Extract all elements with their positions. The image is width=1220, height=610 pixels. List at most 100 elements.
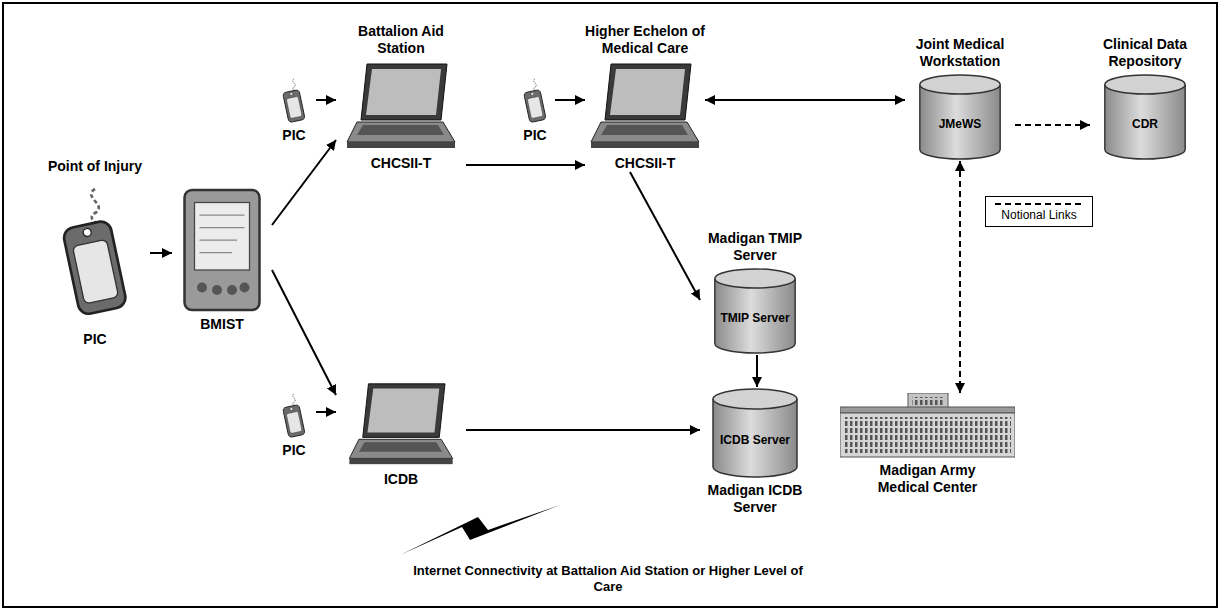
label-group: ICDB	[336, 471, 466, 488]
node-label: ICDB	[336, 471, 466, 488]
database-node: ICDB ServerMadigan ICDB Server	[700, 387, 810, 516]
tag-icon-node: PIC	[272, 78, 316, 144]
laptop-icon	[589, 60, 701, 152]
data-flow-arrow	[756, 355, 758, 387]
tag-icon	[274, 393, 314, 439]
label-group: Joint Medical Workstation	[905, 36, 1015, 70]
cyl-icon	[711, 387, 799, 479]
lightning-bolt	[400, 505, 560, 555]
node-label: Madigan ICDB Server	[700, 482, 810, 516]
node-label: CHCSII-T	[585, 155, 705, 172]
laptop-node: Higher Echelon of Medical CareCHCSII-T	[585, 23, 705, 172]
note-label: Internet Connectivity at Battalion Aid S…	[412, 563, 804, 595]
node-label: CHCSII-T	[336, 155, 466, 172]
label-group	[186, 217, 258, 303]
icon-wrap	[274, 78, 314, 124]
data-flow-arrow	[272, 140, 336, 225]
notional-link	[1015, 124, 1090, 126]
icon-wrap	[345, 60, 457, 152]
icon-label: ICDB Server	[720, 433, 790, 447]
label-group: CDR	[1105, 94, 1185, 154]
icon-label: TMIP Server	[720, 311, 789, 325]
cyl-icon	[711, 267, 799, 355]
node-label: PIC	[272, 127, 316, 144]
data-flow-arrow	[466, 429, 700, 431]
database-node: Joint Medical WorkstationJMeWS	[905, 36, 1015, 161]
label-group: Madigan Army Medical Center	[840, 462, 1015, 496]
label-group	[519, 89, 551, 120]
label-group	[593, 82, 697, 145]
cyl-icon	[916, 73, 1004, 161]
node-label: Point of Injury	[40, 158, 150, 175]
data-flow-arrow	[555, 99, 585, 101]
node-label: PIC	[272, 442, 316, 459]
bldg-icon	[840, 393, 1015, 459]
database-node: Madigan TMIP ServerTMIP Server	[700, 230, 810, 355]
icon-wrap	[515, 78, 555, 124]
laptop-node: ICDB	[336, 380, 466, 488]
label-group: CHCSII-T	[336, 155, 466, 172]
legend-line	[995, 203, 1083, 205]
node-label: BMIST	[172, 316, 272, 333]
label-group	[349, 401, 453, 461]
node-label: Higher Echelon of Medical Care	[585, 23, 705, 57]
icon-wrap: CDR	[1101, 73, 1189, 161]
tag-icon	[274, 78, 314, 124]
label-group: TMIP Server	[715, 288, 795, 348]
label-group: Clinical Data Repository	[1090, 36, 1200, 70]
tag-icon-node: Point of InjuryPIC	[40, 158, 150, 348]
legend-text: Notional Links	[990, 208, 1088, 222]
node-label: Madigan Army Medical Center	[865, 462, 990, 496]
label-group: JMeWS	[920, 94, 1000, 154]
pda-node: BMIST	[172, 187, 272, 333]
label-group: BMIST	[172, 316, 272, 333]
label-group: PIC	[40, 331, 150, 348]
label-group: Battalion Aid Station	[336, 23, 466, 57]
legend-swatch	[993, 200, 1085, 208]
label-group: PIC	[272, 442, 316, 459]
icon-wrap: JMeWS	[916, 73, 1004, 161]
label-group: Madigan ICDB Server	[700, 482, 810, 516]
legend-box: Notional Links	[985, 196, 1093, 227]
database-node: Clinical Data RepositoryCDR	[1090, 36, 1200, 161]
icon-wrap	[345, 380, 457, 468]
node-label: PIC	[515, 127, 555, 144]
label-group: Point of Injury	[40, 158, 150, 175]
data-flow-arrow	[272, 270, 336, 395]
label-group	[59, 214, 131, 316]
cyl-icon	[1101, 73, 1189, 161]
label-group: ICDB Server	[715, 409, 795, 472]
tag-icon-node: PIC	[515, 78, 555, 144]
label-group	[278, 404, 310, 435]
icon-wrap	[182, 187, 262, 313]
icon-wrap	[589, 60, 701, 152]
icon-wrap	[840, 393, 1015, 459]
label-group: Higher Echelon of Medical Care	[585, 23, 705, 57]
node-label: Battalion Aid Station	[336, 23, 466, 57]
data-flow-arrow	[705, 99, 905, 101]
icon-wrap	[274, 393, 314, 439]
icon-label: CDR	[1132, 117, 1158, 131]
frame-border	[3, 3, 1217, 607]
data-flow-arrow	[150, 252, 172, 254]
legend-item: Notional Links	[990, 200, 1088, 222]
tag-icon	[55, 178, 135, 328]
node-label: Madigan TMIP Server	[700, 230, 810, 264]
pda-icon	[182, 187, 262, 313]
node-label: Joint Medical Workstation	[905, 36, 1015, 70]
label-group	[844, 409, 1011, 454]
notional-link	[959, 161, 961, 393]
data-flow-arrow	[316, 99, 336, 101]
icon-wrap: ICDB Server	[711, 387, 799, 479]
label-group: CHCSII-T	[585, 155, 705, 172]
label-group	[349, 82, 453, 145]
laptop-icon	[345, 60, 457, 152]
tag-icon-node: PIC	[272, 393, 316, 459]
node-label: Clinical Data Repository	[1090, 36, 1200, 70]
data-flow-arrow	[316, 411, 336, 413]
icon-wrap	[55, 178, 135, 328]
laptop-node: Battalion Aid StationCHCSII-T	[336, 23, 466, 172]
data-flow-arrow	[466, 164, 585, 166]
data-flow-arrow	[630, 172, 700, 300]
